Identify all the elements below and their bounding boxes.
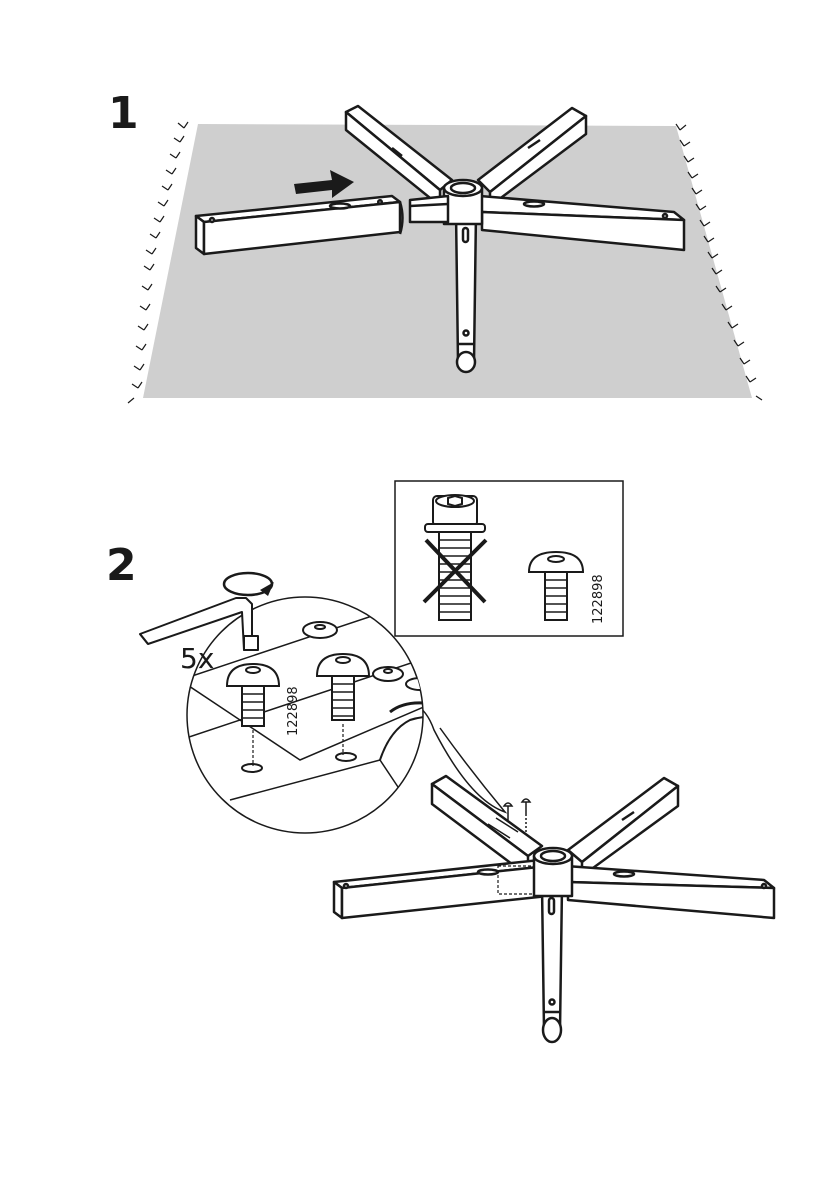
base2-leg-left xyxy=(334,860,548,918)
bolt-comparison-inset: 122898 xyxy=(395,481,623,636)
base2-leg-right xyxy=(566,866,774,918)
floor-mat xyxy=(143,124,752,398)
part-number: 122898 xyxy=(286,686,301,736)
hub-socket-left xyxy=(410,196,448,222)
quantity-label: 5x xyxy=(180,642,214,675)
center-hub xyxy=(444,180,482,224)
base2-leg-front xyxy=(542,886,562,1042)
base-leg-front xyxy=(456,212,476,372)
base2-leg-back-right xyxy=(568,778,678,876)
inset-part-number: 122898 xyxy=(591,574,606,624)
clockwise-rotate-icon xyxy=(224,573,274,596)
step-1-illustration xyxy=(128,106,762,403)
step-2-illustration: 122898 xyxy=(140,481,774,1042)
base2-center-hub xyxy=(534,848,572,896)
